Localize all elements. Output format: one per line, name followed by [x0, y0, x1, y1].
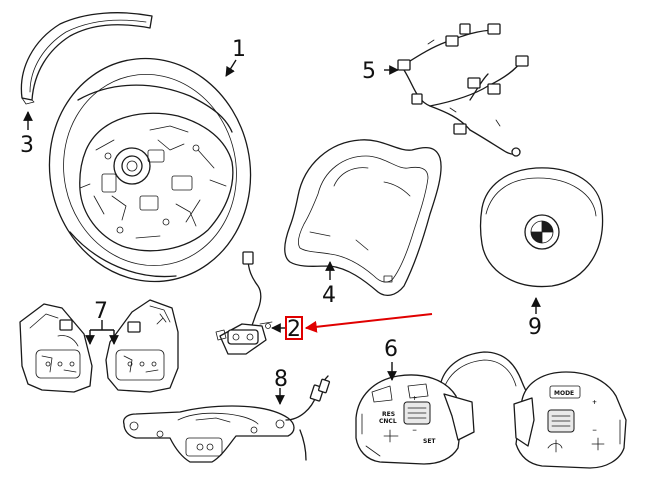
res-button-label: RES — [382, 411, 395, 418]
part-1-steering-wheel — [48, 57, 252, 283]
leader-lines — [23, 59, 541, 405]
set-button-label: SET — [423, 438, 436, 445]
part-2-module — [215, 251, 273, 355]
part-9-airbag — [479, 167, 604, 288]
callout-5: 5 — [362, 59, 376, 84]
part-5-wiring-harness — [397, 23, 529, 157]
callout-2: 2 — [287, 317, 301, 342]
part-3-trim-strip — [20, 12, 153, 105]
callout-7: 7 — [94, 299, 108, 324]
cncl-button-label: CNCL — [379, 418, 397, 425]
plus-button-label: + — [412, 395, 417, 402]
part-7-paddle-shifters — [19, 299, 179, 393]
part-8-switch-carrier — [122, 375, 331, 463]
callout-8: 8 — [274, 367, 288, 392]
callout-4: 4 — [322, 283, 336, 308]
callout-6: 6 — [384, 337, 398, 362]
highlight-group: 2 — [285, 313, 433, 342]
highlight-arrow — [304, 313, 433, 333]
callout-3: 3 — [20, 133, 34, 158]
minus-button-label: − — [412, 427, 417, 434]
volume-plus-label: + — [592, 399, 597, 406]
part-4-back-cover — [284, 139, 442, 297]
callout-9: 9 — [528, 315, 542, 340]
highlight-box — [285, 316, 303, 340]
part-6-multifunction-switches: RES CNCL SET + − MODE + − — [355, 351, 627, 469]
mode-button-label: MODE — [554, 390, 574, 397]
callout-1: 1 — [232, 37, 246, 62]
volume-minus-label: − — [592, 427, 597, 434]
